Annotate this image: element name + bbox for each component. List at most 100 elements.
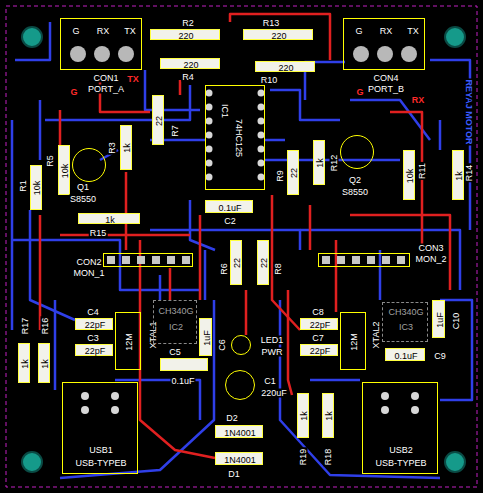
component-body: C50.1uF [160,358,208,371]
bottom-trace [15,22,50,60]
component-body: 22R7 [152,95,164,145]
component-body: 220R13 [243,29,313,40]
silkscreen-text: R9 [276,169,285,183]
silkscreen-text: R3 [108,141,117,155]
component-body: 0.1uFC9 [385,348,425,361]
silkscreen-text: R6 [220,262,229,276]
silkscreen-text: CON3 [417,244,444,253]
pin-header: CON2MON_1 [103,253,193,267]
component-body: 1kR19 [297,393,309,438]
header-pad [122,256,130,264]
pad [94,46,110,62]
silkscreen-text: C8 [311,308,325,317]
header-pad [107,256,115,264]
board-outline [6,6,477,487]
bottom-traces [12,22,472,478]
silkscreen-text: 220 [182,60,199,69]
silkscreen-text: 1k [316,157,325,169]
silkscreen-text: 22pF [84,347,107,356]
silkscreen-text: 220 [177,31,194,40]
silkscreen-text: CON2 [75,258,102,267]
pad [206,132,213,139]
silkscreen-text: 22 [290,167,299,179]
pad [206,160,213,167]
pad [401,46,417,62]
pad [81,392,89,400]
silkscreen-text: R4 [181,73,195,82]
bottom-trace [150,230,300,250]
silkscreen-text: MON_1 [72,269,105,278]
component-body: 1kR16 [38,343,50,383]
bottom-trace [310,379,360,382]
bottom-trace [45,85,190,120]
pad [206,90,213,97]
header-pad [182,256,190,264]
header-pad [367,256,375,264]
pad [258,104,265,111]
silkscreen-text: R2 [181,19,195,28]
silkscreen-text: USB-TYPEB [374,459,427,468]
silkscreen-text: R5 [46,154,55,168]
component-body: 1kR18 [322,393,334,438]
silkscreen-text: LED1 [260,336,285,345]
mounting-hole [445,27,465,47]
silkscreen-text: G [71,27,80,36]
silkscreen-text: CON4 [372,74,399,83]
pin-header: CON3MON_2 [318,253,410,267]
bottom-trace [204,250,207,300]
bottom-trace [379,250,382,300]
pad [206,146,213,153]
bottom-trace [115,380,200,420]
silkscreen-text: R1 [19,179,28,193]
silkscreen-text: RX [96,27,111,36]
silkscreen-text: R14 [465,164,474,183]
pad [118,46,134,62]
silkscreen-text: D2 [225,414,239,423]
bottom-trace [159,275,162,300]
silkscreen-text: R16 [41,317,50,336]
top-trace [245,290,248,335]
component-body: 1kR17 [18,343,30,383]
top-traces [40,14,450,458]
pad [377,46,393,62]
component-body: 1N4001D1 [215,452,263,465]
silkscreen-text: XTAL2 [372,321,381,350]
board-label: RX [411,96,426,105]
component-body: 1kR3 [120,125,132,170]
component-outline: 12MXTAL1 [115,312,141,370]
header-pad [137,256,145,264]
silkscreen-text: R18 [324,448,333,467]
silkscreen-text: C4 [86,308,100,317]
silkscreen-text: 22pF [84,321,107,330]
component-body: 1N4001D2 [215,425,263,438]
silkscreen-text: R12 [330,154,339,173]
silkscreen-text: 1k [21,358,30,370]
ic-outline: CH340GIC3 [382,302,428,342]
pads [70,46,419,414]
top-trace [272,195,300,330]
board-label: G [355,88,364,97]
pad [70,46,86,62]
bottom-trace [265,139,285,142]
silkscreen-text: R10 [260,76,279,85]
board-label: G [69,88,78,97]
bottom-trace [54,300,57,390]
silkscreen-text: TX [406,27,420,36]
component-body: 22R9 [287,150,299,195]
pad [258,160,265,167]
silkscreen-text: 22 [155,115,164,127]
bottom-trace [280,300,440,478]
component-outline: IC174HC125 [205,85,265,190]
header-pad [167,256,175,264]
silkscreen-text: IC2 [168,323,184,332]
silkscreen-text: USB1 [88,446,114,455]
component-outline: USB1USB-TYPEB [62,382,138,474]
round-component: Q2S8550 [340,135,374,169]
pad [381,406,389,414]
bottom-trace [60,300,214,478]
silkscreen-text: 0.1uF [393,351,418,360]
header-pad [337,256,345,264]
silkscreen-text: C9 [433,351,447,360]
pad [258,132,265,139]
